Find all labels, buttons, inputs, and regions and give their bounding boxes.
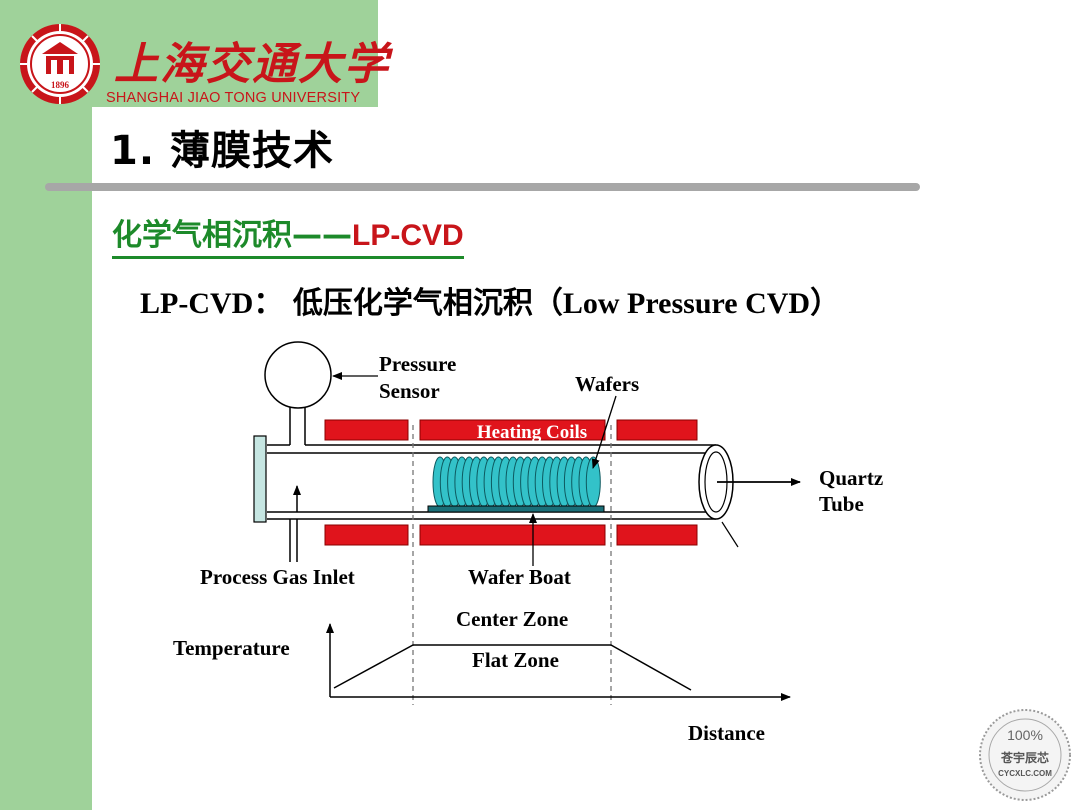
title-background xyxy=(92,107,378,182)
wafers-stack xyxy=(432,456,601,508)
definition-line: LP-CVD： 低压化学气相沉积（Low Pressure CVD） xyxy=(140,278,840,322)
logo-year: 1896 xyxy=(51,80,70,90)
pressure-sensor-label-1: Pressure xyxy=(379,352,456,376)
temperature-profile xyxy=(333,644,692,691)
definition-prefix: LP-CVD： xyxy=(140,287,284,320)
watermark-name: 苍宇辰芯 xyxy=(1000,750,1049,765)
pressure-sensor-label-2: Sensor xyxy=(379,379,440,403)
university-seal-icon: 1896 xyxy=(20,24,100,104)
distance-label: Distance xyxy=(688,721,765,745)
title-divider xyxy=(45,183,920,191)
subtitle-cn: 化学气相沉积—— xyxy=(112,218,352,253)
wafer-boat-label: Wafer Boat xyxy=(468,565,571,589)
wafer xyxy=(585,456,601,508)
university-name-cn: 上海交通大学 xyxy=(114,39,390,90)
university-logo: 1896 上海交通大学 SHANGHAI JIAO TONG UNIVERSIT… xyxy=(18,22,388,107)
definition-suffix: （Low Pressure CVD） xyxy=(532,287,841,320)
page-title: 1. 薄膜技术 xyxy=(110,128,334,174)
center-zone-label: Center Zone xyxy=(456,607,568,631)
watermark-percent: 100% xyxy=(1007,727,1043,743)
wafer-boat xyxy=(427,505,605,513)
wafers-label: Wafers xyxy=(575,372,639,396)
temperature-label: Temperature xyxy=(173,636,290,660)
watermark-site: CYCXLC.COM xyxy=(998,769,1052,778)
process-gas-inlet-label: Process Gas Inlet xyxy=(200,565,355,589)
left-accent-band xyxy=(0,0,92,810)
quartz-tube-label-1: Quartz xyxy=(819,466,883,490)
pressure-sensor-gauge xyxy=(264,341,332,409)
heating-coils-label: Heating Coils xyxy=(477,422,587,443)
university-name-en: SHANGHAI JIAO TONG UNIVERSITY xyxy=(106,90,361,106)
section-subtitle: 化学气相沉积——LP-CVD xyxy=(112,210,464,259)
watermark-stamp-icon: 100% 苍宇辰芯 CYCXLC.COM xyxy=(979,709,1071,801)
definition-cn: 低压化学气相沉积 xyxy=(292,286,533,321)
flat-zone-label: Flat Zone xyxy=(472,648,559,672)
tube-flange xyxy=(253,435,267,523)
quartz-tube-label-2: Tube xyxy=(819,492,864,516)
heating-coils xyxy=(324,419,698,546)
subtitle-en: LP-CVD xyxy=(352,219,464,252)
